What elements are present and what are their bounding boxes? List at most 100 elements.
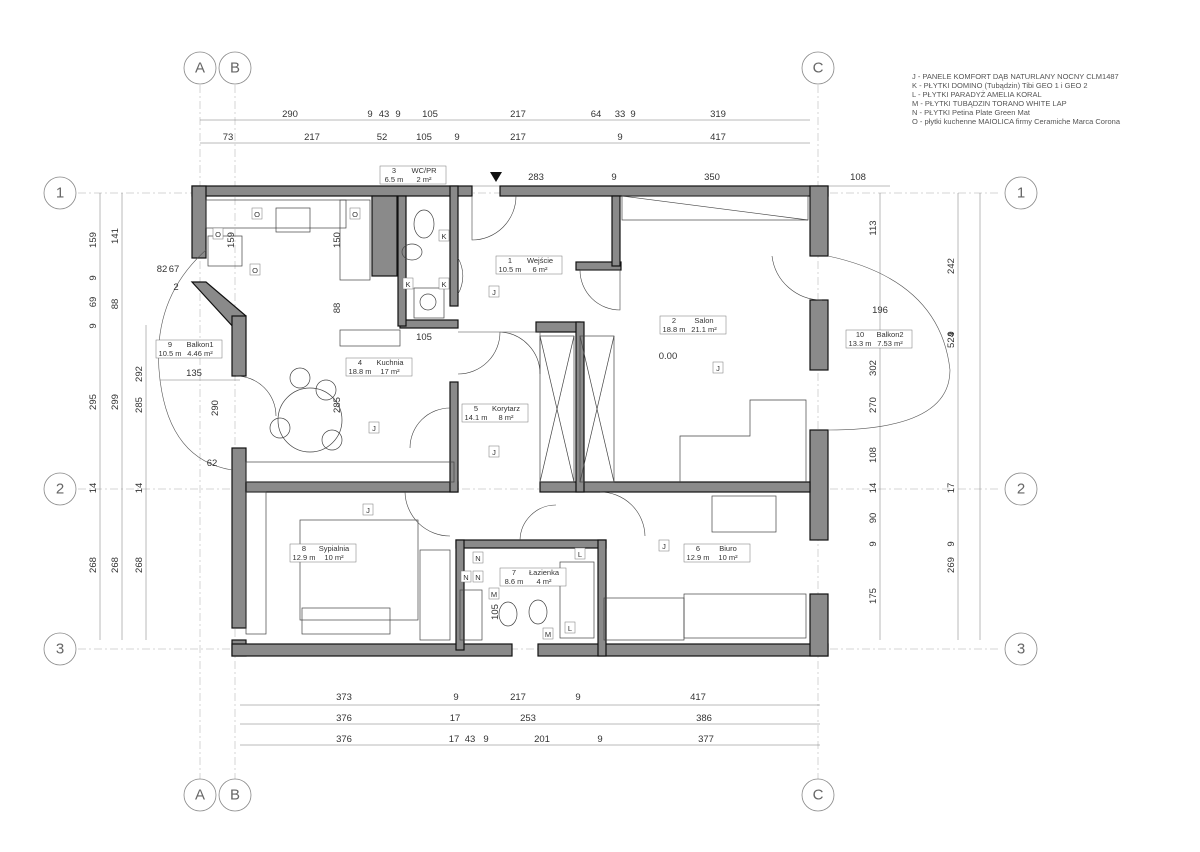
finish-tag-n-box (460, 570, 472, 583)
room-label-balkon1-number: 9 (168, 340, 172, 349)
dim-bottom2-value: 17 (450, 713, 461, 724)
dim-top1-value: 9 (395, 109, 400, 120)
dim-bottom3-value: 201 (534, 734, 550, 745)
dim-top2-value: 217 (510, 132, 526, 143)
room-label-korytarz-perimeter: 14.1 m (465, 413, 488, 422)
finish-tag-l-box (564, 621, 576, 634)
grid-bottom-c-label: C (813, 787, 824, 804)
dim-top2-value: 9 (454, 132, 459, 143)
finish-tag-n: N (475, 554, 480, 563)
room-label-łazienka-perimeter: 8.6 m (505, 577, 524, 586)
dim-top2-value: 105 (416, 132, 432, 143)
dim-left-outer-value: 9 (88, 275, 99, 280)
room-label-wc/pr-perimeter: 6.5 m (385, 175, 404, 184)
finish-tag-j: J (492, 288, 496, 297)
dim-misc-value: 290 (210, 400, 221, 416)
dim-bottom3-value: 9 (483, 734, 488, 745)
grid-left-2-label: 2 (56, 481, 64, 498)
grid-top-c-bubble (801, 51, 835, 85)
dim-bottom1-value: 417 (690, 692, 706, 703)
grid-top-c-label: C (813, 60, 824, 77)
room-label-balkon2-name: Balkon2 (876, 330, 903, 339)
dim-left-inner-value: 292 (134, 366, 145, 382)
dim-right-outer-value: 242 (946, 258, 957, 274)
room-label-balkon1-area: 4.46 m² (187, 349, 213, 358)
dim-right-inner-value: 270 (868, 397, 879, 413)
dim-inner-top-value: 9 (611, 172, 616, 183)
dim-misc-value: 0.00 (659, 351, 678, 362)
grid-right-3-bubble (1004, 632, 1038, 666)
dim-top2-value: 73 (223, 132, 234, 143)
finish-tag-k-box (402, 277, 414, 290)
room-label-balkon2-area: 7.53 m² (877, 339, 903, 348)
room-label-balkon2-box (845, 329, 913, 349)
finish-tag-o-box (349, 207, 361, 220)
dim-top1-value: 9 (630, 109, 635, 120)
dim-misc-value: 150 (332, 232, 343, 248)
dim-misc-value: 135 (186, 368, 202, 379)
dim-right-inner-value: 90 (868, 513, 879, 524)
dim-top1-value: 43 (379, 109, 390, 120)
grid-right-2-label: 2 (1017, 481, 1025, 498)
dim-misc-value: 105 (416, 332, 432, 343)
finish-tag-m-box (542, 627, 554, 640)
finish-tag-o: O (352, 210, 358, 219)
dim-bottom3-value: 43 (465, 734, 476, 745)
dim-right-outer-value: 524 (946, 332, 957, 348)
room-label-biuro-number: 6 (696, 544, 700, 553)
dim-inner-top-value: 108 (850, 172, 866, 183)
dim-top2-value: 52 (377, 132, 388, 143)
room-label-wc/pr-number: 3 (392, 166, 396, 175)
dim-left-outer-value: 159 (88, 232, 99, 248)
finish-tag-o: O (252, 266, 258, 275)
finish-tag-j: J (662, 542, 666, 551)
dim-bottom2-value: 376 (336, 713, 352, 724)
room-label-wc/pr-area: 2 m² (417, 175, 433, 184)
grid-top-b-bubble (218, 51, 252, 85)
grid-right-3-label: 3 (1017, 641, 1025, 658)
room-label-korytarz-number: 5 (474, 404, 478, 413)
room-label-wejście-name: Wejście (527, 256, 553, 265)
finish-tag-j-box (368, 421, 380, 434)
dim-misc-value: 105 (490, 604, 501, 620)
dim-misc-value: 67 (169, 264, 180, 275)
dim-misc-value: 159 (226, 232, 237, 248)
dim-top1-value: 319 (710, 109, 726, 120)
dim-left-inner-value: 268 (134, 557, 145, 573)
dim-top2-value: 417 (710, 132, 726, 143)
room-label-biuro-perimeter: 12.9 m (687, 553, 710, 562)
room-label-biuro-area: 10 m² (718, 553, 738, 562)
dim-top1-value: 105 (422, 109, 438, 120)
dim-top2-value: 9 (617, 132, 622, 143)
grid-top-a-bubble (183, 51, 217, 85)
grid-right-1-bubble (1004, 176, 1038, 210)
finish-tag-o: O (215, 230, 221, 239)
dim-misc-value: 2 (173, 282, 178, 293)
room-label-łazienka-number: 7 (512, 568, 516, 577)
room-label-salon-number: 2 (672, 316, 676, 325)
room-label-balkon2-perimeter: 13.3 m (849, 339, 872, 348)
legend-line: O - płytki kuchenne MAIOLICA firmy Ceram… (912, 117, 1121, 126)
dim-top1-value: 217 (510, 109, 526, 120)
dim-top1-value: 64 (591, 109, 602, 120)
dim-misc-value: 88 (332, 303, 343, 314)
room-label-salon-name: Salon (694, 316, 713, 325)
room-label-sypialnia-perimeter: 12.9 m (293, 553, 316, 562)
room-label-balkon1-box (155, 339, 223, 359)
dim-bottom1-value: 217 (510, 692, 526, 703)
room-label-kuchnia-box (345, 357, 413, 377)
dim-bottom3-value: 9 (597, 734, 602, 745)
dim-left-mid-value: 141 (110, 228, 121, 244)
dim-top1-value: 9 (367, 109, 372, 120)
legend-line: J - PANELE KOMFORT DĄB NATURLANY NOCNY C… (912, 72, 1119, 81)
finish-tag-n: N (463, 573, 468, 582)
grid-left-1-label: 1 (56, 185, 64, 202)
legend-line: M - PŁYTKI TUBĄDZIN TORANO WHITE LAP (912, 99, 1067, 108)
finish-tag-k-box (438, 277, 450, 290)
room-label-sypialnia-name: Sypialnia (319, 544, 350, 553)
grid-left-2-bubble (43, 472, 77, 506)
finish-tag-o: O (254, 210, 260, 219)
dim-left-outer-value: 69 (88, 297, 99, 308)
dim-right-inner-value: 9 (868, 541, 879, 546)
finish-tag-n-box (472, 551, 484, 564)
